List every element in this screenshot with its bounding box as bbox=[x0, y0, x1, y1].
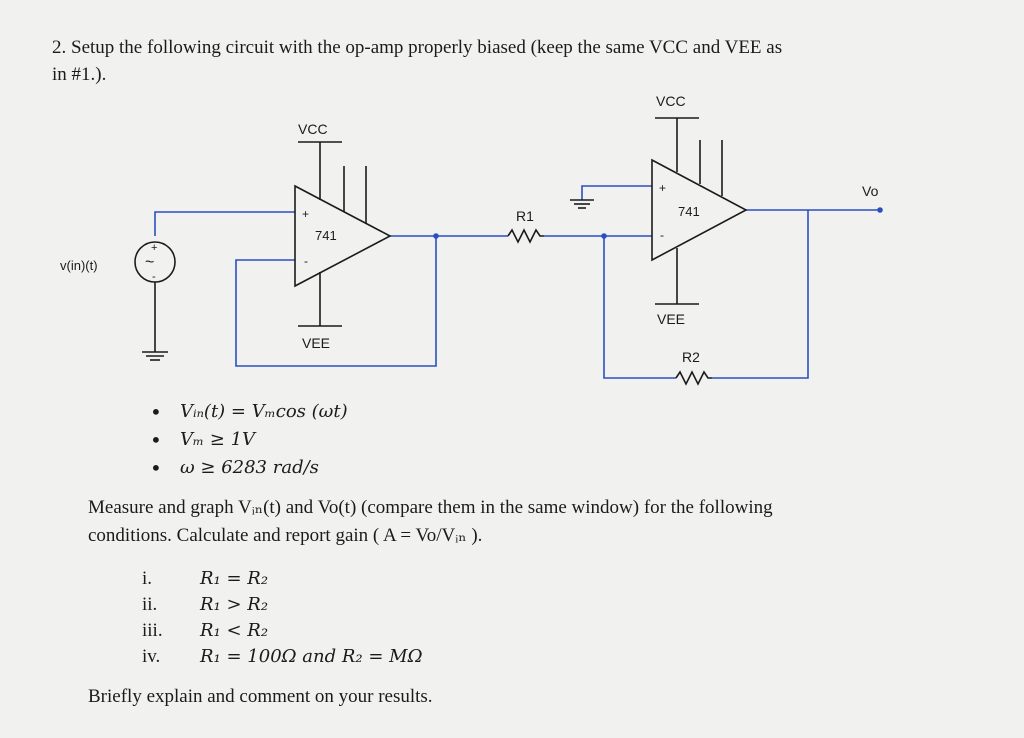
r2-symbol bbox=[675, 370, 712, 386]
list-item: ω ≥ 6283 rad/s bbox=[150, 454, 348, 482]
opamp2-vcc-label: VCC bbox=[656, 93, 686, 109]
parameter-list: Vᵢₙ(t) = Vₘcos (ωt) Vₘ ≥ 1V ω ≥ 6283 rad… bbox=[150, 398, 348, 482]
list-item: Vᵢₙ(t) = Vₘcos (ωt) bbox=[150, 398, 348, 426]
condition-text: R₁ = 100Ω and R₂ = MΩ bbox=[200, 646, 423, 667]
circuit-diagram: VCC VEE + - 741 VCC VEE + - 741 R1 R2 Vo… bbox=[60, 93, 883, 386]
opamp2-part-label: 741 bbox=[678, 204, 700, 219]
question-line1: Setup the following circuit with the op-… bbox=[71, 37, 783, 58]
source-label: v(in)(t) bbox=[60, 258, 98, 273]
circuit-components bbox=[134, 117, 748, 386]
condition-list: i. R₁ = R₂ ii. R₁ > R₂ iii. R₁ < R₂ iv. … bbox=[142, 566, 423, 670]
opamp1-part-label: 741 bbox=[315, 228, 337, 243]
opamp2-plus: + bbox=[659, 181, 666, 195]
circuit-wires bbox=[154, 185, 880, 379]
condition-text: R₁ < R₂ bbox=[200, 620, 269, 641]
vo-label: Vo bbox=[862, 183, 879, 199]
r2-label: R2 bbox=[682, 349, 700, 365]
condition-text: R₁ > R₂ bbox=[200, 594, 269, 615]
opamp2-minus: - bbox=[660, 228, 664, 242]
question-text: 2. Setup the following circuit with the … bbox=[52, 34, 932, 88]
opamp2-symbol bbox=[651, 158, 748, 262]
condition-text: R₁ = R₂ bbox=[200, 568, 269, 589]
source-plus: + bbox=[151, 242, 157, 254]
r1-label: R1 bbox=[516, 208, 534, 224]
list-item: Vₘ ≥ 1V bbox=[150, 426, 348, 454]
opamp1-vcc-label: VCC bbox=[298, 121, 328, 137]
measure-line2: conditions. Calculate and report gain ( … bbox=[88, 525, 483, 546]
condition-number: iv. bbox=[142, 646, 161, 667]
list-item: ii. R₁ > R₂ bbox=[142, 592, 423, 618]
list-item: iii. R₁ < R₂ bbox=[142, 618, 423, 644]
question-line2: in #1.). bbox=[52, 64, 107, 85]
opamp1-plus: + bbox=[302, 207, 309, 221]
closing-instruction: Briefly explain and comment on your resu… bbox=[88, 686, 433, 707]
condition-number: i. bbox=[142, 568, 153, 589]
condition-number: iii. bbox=[142, 620, 163, 641]
source-minus: - bbox=[152, 271, 156, 283]
measure-instructions: Measure and graph Vᵢₙ(t) and Vo(t) (comp… bbox=[88, 494, 968, 550]
condition-number: ii. bbox=[142, 594, 158, 615]
opamp1-vee-label: VEE bbox=[302, 335, 330, 351]
question-number: 2. bbox=[52, 37, 67, 58]
opamp1-symbol bbox=[294, 184, 392, 288]
opamp1-minus: - bbox=[304, 254, 308, 268]
source-tilde: ~ bbox=[145, 254, 154, 271]
list-item: i. R₁ = R₂ bbox=[142, 566, 423, 592]
r1-symbol bbox=[507, 228, 544, 244]
list-item: iv. R₁ = 100Ω and R₂ = MΩ bbox=[142, 644, 423, 670]
measure-line1: Measure and graph Vᵢₙ(t) and Vo(t) (comp… bbox=[88, 497, 773, 518]
opamp2-vee-label: VEE bbox=[657, 311, 685, 327]
